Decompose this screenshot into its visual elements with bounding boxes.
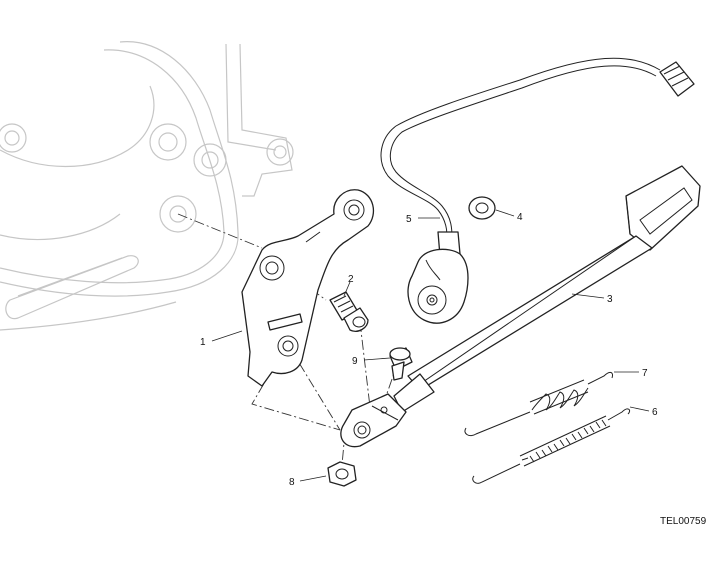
spring-long bbox=[472, 408, 631, 484]
spring-short bbox=[464, 371, 613, 437]
side-stand-switch bbox=[380, 57, 695, 324]
callout-9: 9 bbox=[352, 356, 358, 367]
washer bbox=[468, 196, 496, 220]
side-stand-leg bbox=[340, 165, 701, 448]
callout-8: 8 bbox=[289, 477, 295, 488]
callout-5: 5 bbox=[406, 214, 412, 225]
side-stand-bracket bbox=[241, 189, 375, 387]
callout-6: 6 bbox=[652, 407, 658, 418]
pin-bushing bbox=[389, 347, 413, 381]
callout-1: 1 bbox=[200, 337, 206, 348]
callout-leaders bbox=[211, 209, 650, 482]
nut bbox=[327, 461, 357, 487]
bolt bbox=[329, 291, 369, 332]
drawing-code: TEL00759 bbox=[660, 516, 707, 527]
callout-4: 4 bbox=[517, 212, 523, 223]
engine-casing-outline bbox=[0, 41, 294, 331]
callout-7: 7 bbox=[642, 368, 648, 379]
callout-2: 2 bbox=[348, 274, 354, 285]
callout-3: 3 bbox=[607, 294, 613, 305]
